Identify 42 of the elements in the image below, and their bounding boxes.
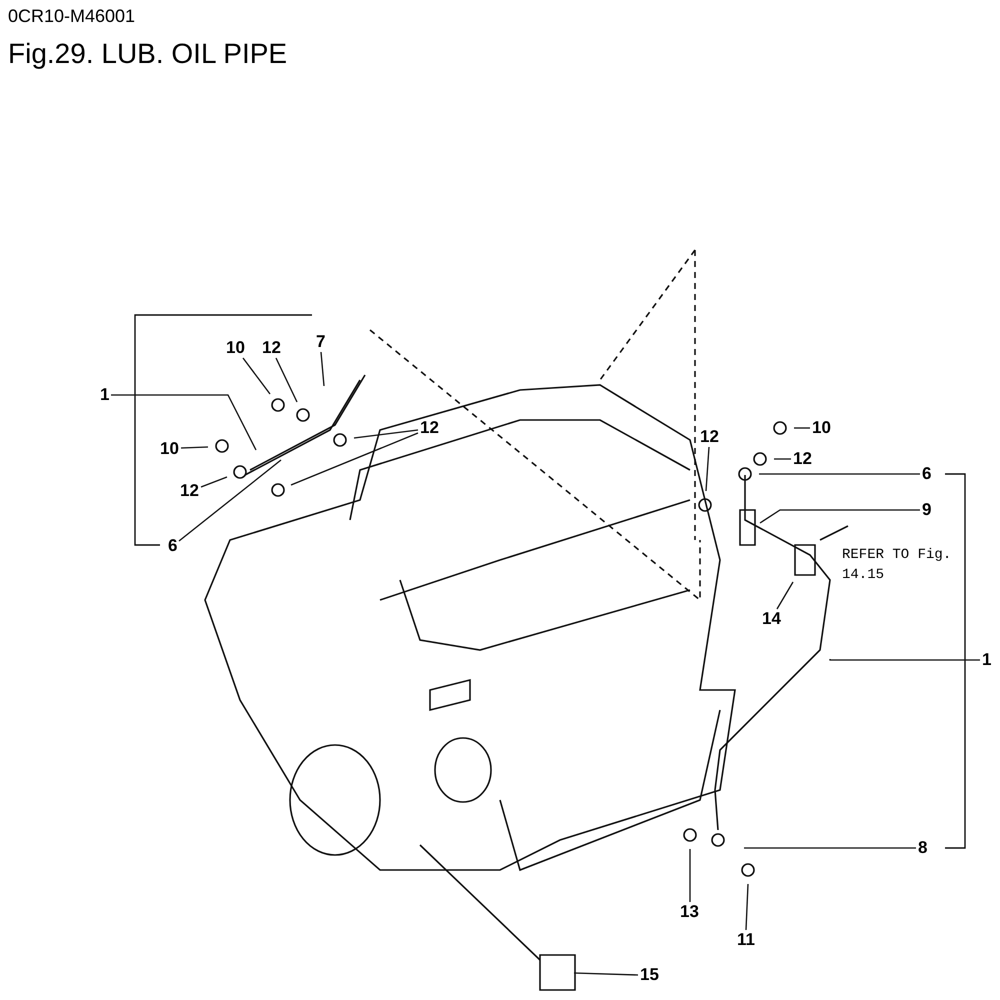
callout-number: 6: [922, 465, 932, 483]
callout-number: 12: [793, 450, 812, 468]
callout-number: 7: [316, 333, 326, 351]
part-catalog-number: 0CR10-M46001: [8, 6, 136, 27]
callout-number: 10: [160, 440, 179, 458]
leader-line: [290, 432, 418, 486]
leader-line: [574, 972, 638, 976]
leader-line: [320, 352, 325, 386]
callout-number: 10: [226, 339, 245, 357]
callout-number: 6: [168, 537, 178, 555]
leader-line: [242, 358, 271, 394]
leader-line: [705, 446, 710, 492]
leader-line: [354, 429, 418, 439]
leader-line: [744, 847, 916, 849]
callout-number: 12: [700, 428, 719, 446]
leader-line: [794, 427, 810, 429]
callout-number: 12: [420, 419, 439, 437]
leader-line: [689, 849, 691, 902]
reference-note: REFER TO Fig. 14.15: [842, 546, 952, 585]
leader-line: [200, 476, 228, 488]
leader-line: [745, 884, 749, 930]
callout-number: 12: [180, 482, 199, 500]
leader-line: [759, 473, 920, 475]
callout-number: 8: [918, 839, 928, 857]
callout-number: 10: [812, 419, 831, 437]
leader-line: [178, 460, 282, 542]
figure-title: Fig.29. LUB. OIL PIPE: [8, 38, 288, 70]
callout-number: 12: [262, 339, 281, 357]
callout-number: 14: [762, 610, 781, 628]
callout-number: 1: [982, 651, 992, 669]
leader-line: [275, 358, 298, 402]
callout-number: 15: [640, 966, 659, 984]
leader-line: [760, 509, 920, 524]
callout-number: 1: [100, 386, 110, 404]
callout-number: 13: [680, 903, 699, 921]
callout-number: 11: [737, 931, 755, 949]
leader-line: [829, 658, 980, 661]
leader-line: [776, 582, 794, 610]
leader-line: [180, 446, 208, 449]
leader-line: [111, 394, 257, 450]
callout-number: 9: [922, 501, 932, 519]
leader-line: [774, 458, 791, 460]
